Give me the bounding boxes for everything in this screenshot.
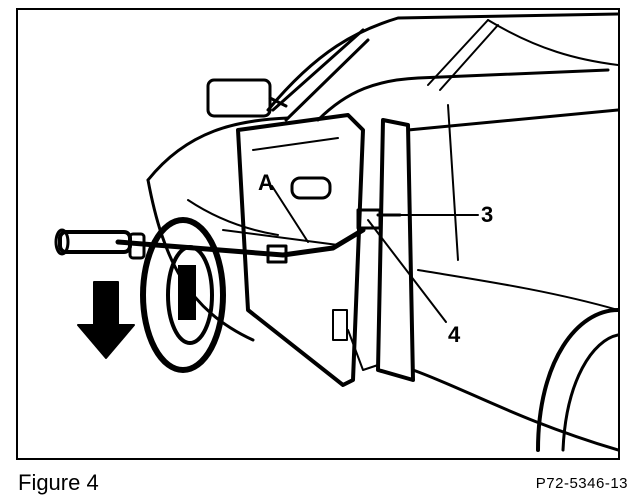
down-arrow: [77, 281, 135, 359]
callout-A: A: [258, 170, 274, 195]
puller-tool-rod: [115, 227, 366, 258]
rear-glass: [427, 19, 499, 91]
front-wheel: [140, 217, 226, 373]
a-pillar: [271, 28, 370, 122]
body-belt-line: [406, 108, 618, 132]
car-door-illustration: A 3 4: [54, 12, 618, 452]
roof-line: [266, 12, 618, 112]
callout-4: 4: [448, 322, 461, 347]
hood-line: [146, 116, 290, 182]
rear-window-edge: [487, 19, 618, 66]
window-frame: [316, 68, 610, 122]
side-mirror: [206, 78, 272, 118]
figure-reference: P72-5346-13: [535, 475, 628, 492]
figure-caption: Figure 4: [18, 470, 99, 495]
leader-4: [367, 219, 447, 323]
front-door-outer: [236, 113, 365, 387]
figure-frame: A 3 4: [16, 8, 620, 460]
body-sill: [411, 368, 618, 452]
door-handle: [290, 176, 332, 200]
rear-wheel-arch: [536, 308, 618, 452]
b-pillar: [376, 118, 415, 382]
leader-A: [271, 185, 309, 243]
callout-3: 3: [481, 202, 493, 227]
fender-line: [146, 178, 255, 342]
